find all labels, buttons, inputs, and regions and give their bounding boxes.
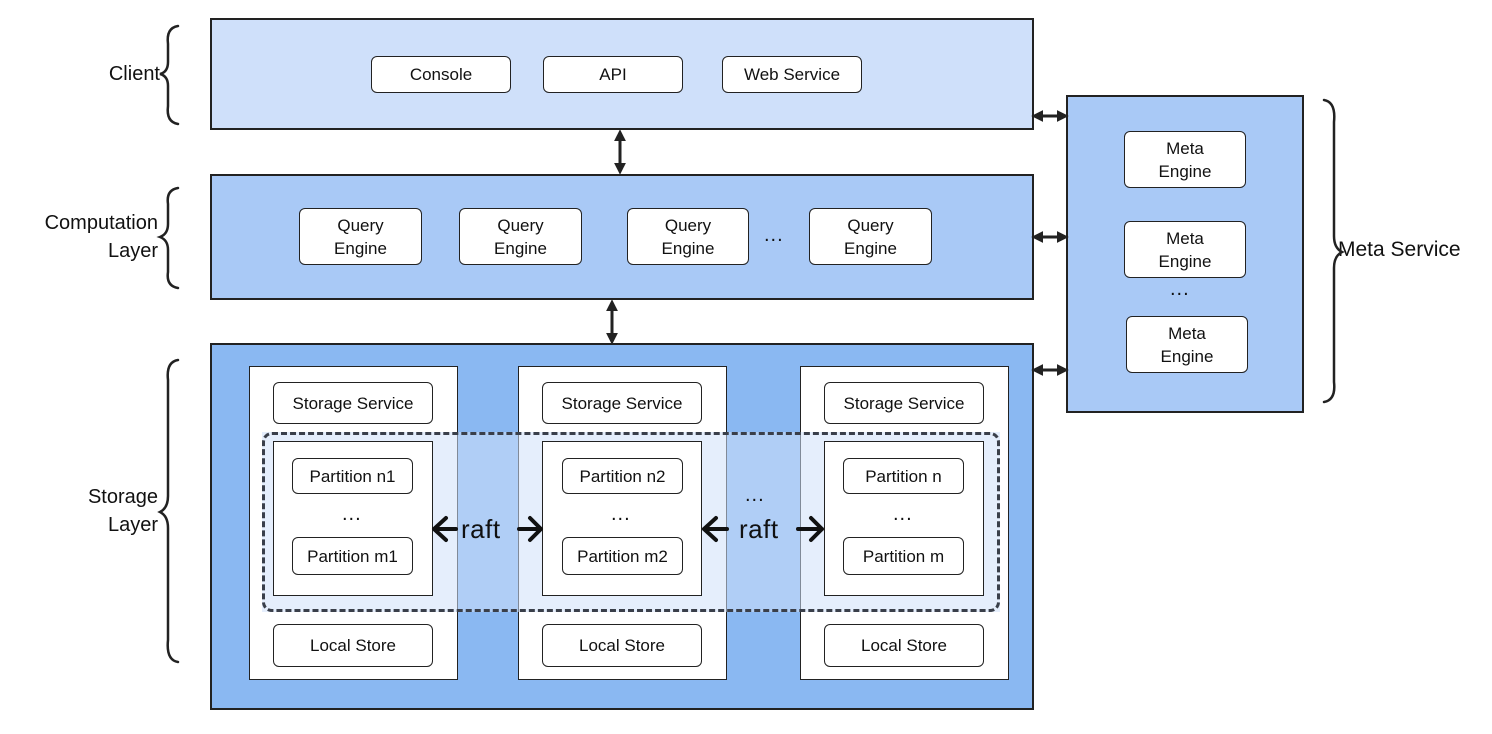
- raft-label: raft: [739, 514, 779, 544]
- meta-engine-box: Meta Engine: [1124, 131, 1246, 188]
- raft-arrow-left: [432, 516, 458, 542]
- storage-service-box: Storage Service: [542, 382, 702, 424]
- computation-brace: [156, 186, 180, 290]
- raft-arrow-right: [796, 516, 824, 542]
- partition-box: Partition n1: [292, 458, 413, 494]
- meta-engine-ellipsis: ...: [1170, 278, 1190, 300]
- storage-layer-label: Storage Layer: [87, 486, 158, 536]
- raft-label: raft: [461, 514, 501, 544]
- web-service-box: Web Service: [722, 56, 862, 93]
- query-engine-box: Query Engine: [627, 208, 749, 265]
- meta-service-label: Meta Service: [1338, 238, 1461, 261]
- query-engine-ellipsis: ...: [764, 224, 784, 246]
- local-store-box: Local Store: [824, 624, 984, 667]
- console-box: Console: [371, 56, 511, 93]
- meta-brace: [1322, 98, 1345, 404]
- storage-node-ellipsis: ...: [745, 484, 765, 506]
- partition-box: Partition m: [843, 537, 964, 575]
- storage-service-box: Storage Service: [273, 382, 433, 424]
- meta-engine-box: Meta Engine: [1126, 316, 1248, 373]
- raft-arrow-right: [517, 516, 543, 542]
- partition-ellipsis: ...: [342, 503, 362, 525]
- partition-ellipsis: ...: [611, 503, 631, 525]
- query-engine-box: Query Engine: [459, 208, 582, 265]
- local-store-box: Local Store: [273, 624, 433, 667]
- meta-engine-box: Meta Engine: [1124, 221, 1246, 278]
- raft-group-outline: [262, 432, 1000, 612]
- storage-brace: [157, 358, 180, 664]
- computation-layer-label: Computation Layer: [44, 212, 158, 262]
- client-layer-label: Client: [108, 63, 160, 85]
- partition-box: Partition m2: [562, 537, 683, 575]
- partition-box: Partition n2: [562, 458, 683, 494]
- partition-box: Partition n: [843, 458, 964, 494]
- raft-arrow-left: [702, 516, 729, 542]
- local-store-box: Local Store: [542, 624, 702, 667]
- partition-box: Partition m1: [292, 537, 413, 575]
- query-engine-box: Query Engine: [299, 208, 422, 265]
- query-engine-box: Query Engine: [809, 208, 932, 265]
- partition-ellipsis: ...: [893, 503, 913, 525]
- api-box: API: [543, 56, 683, 93]
- client-brace: [159, 24, 180, 126]
- storage-service-box: Storage Service: [824, 382, 984, 424]
